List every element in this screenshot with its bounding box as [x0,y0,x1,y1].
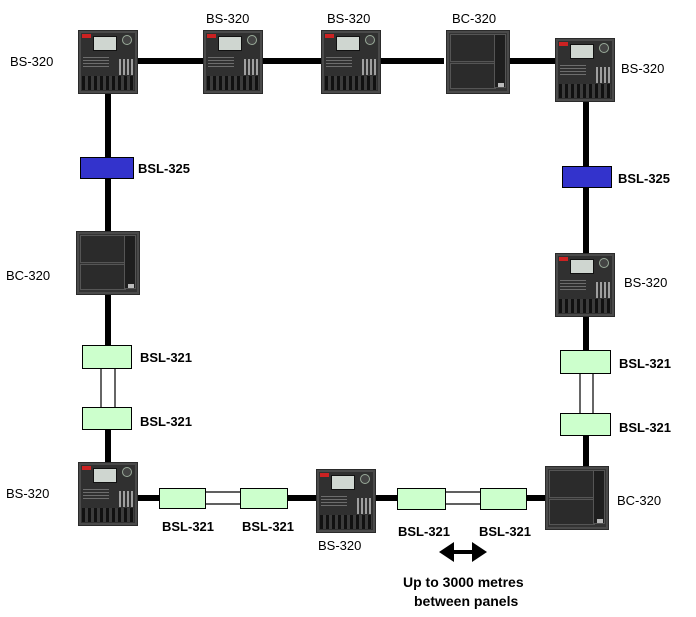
label-bc-320-bottom-right: BC-320 [617,493,662,508]
bsl-325-module-right [562,166,612,188]
label-bsl-321-bottom-1: BSL-321 [162,519,215,534]
bsl-325-module-left [80,157,134,179]
bsl-321-module-left-upper [82,345,132,369]
bc-320-panel-top [446,30,510,94]
label-bs-320-bottom-mid: BS-320 [318,538,362,553]
bsl-321-module-bottom-4 [480,488,527,510]
bsl-321-module-bottom-3 [397,488,446,510]
bs-320-panel-right-mid [555,253,615,317]
bs-320-panel-top-left [78,30,138,94]
bsl-321-module-right-upper [560,350,611,374]
label-bc-320-top: BC-320 [452,11,497,26]
bsl-321-module-left-lower [82,407,132,430]
label-bsl-325-right: BSL-325 [618,171,671,186]
bs-320-panel-top-right [555,38,615,102]
bs-320-panel-top-3 [321,30,381,94]
distance-note-line-2: between panels [414,593,519,609]
bs-320-panel-top-2 [203,30,263,94]
label-bs-320-right-mid: BS-320 [624,275,668,290]
label-bsl-321-right-upper: BSL-321 [619,356,672,371]
bc-320-panel-bottom-right [545,466,609,530]
label-bsl-321-left-lower: BSL-321 [140,414,193,429]
label-bs-320-top-right: BS-320 [621,61,665,76]
label-bs-320-bottom-left: BS-320 [6,486,50,501]
label-bs-320-top-2: BS-320 [206,11,250,26]
distance-note-line-1: Up to 3000 metres [403,574,524,590]
double-headed-arrow-icon [439,542,487,562]
bs-320-panel-bottom-mid [316,469,376,533]
label-bs-320-top-left: BS-320 [10,54,54,69]
label-bc-320-left: BC-320 [6,268,51,283]
label-bsl-321-bottom-3: BSL-321 [398,524,451,539]
fibre-links [100,369,594,505]
label-bsl-321-right-lower: BSL-321 [619,420,672,435]
bsl-321-module-right-lower [560,413,611,436]
bs-320-panel-bottom-left [78,462,138,526]
label-bsl-321-bottom-4: BSL-321 [479,524,532,539]
label-bsl-325-left: BSL-325 [138,161,191,176]
label-bs-320-top-3: BS-320 [327,11,371,26]
bsl-321-module-bottom-1 [159,488,206,509]
bsl-321-module-bottom-2 [240,488,288,509]
label-bsl-321-left-upper: BSL-321 [140,350,193,365]
label-bsl-321-bottom-2: BSL-321 [242,519,295,534]
thick-cables [105,58,589,501]
bc-320-panel-left [76,231,140,295]
